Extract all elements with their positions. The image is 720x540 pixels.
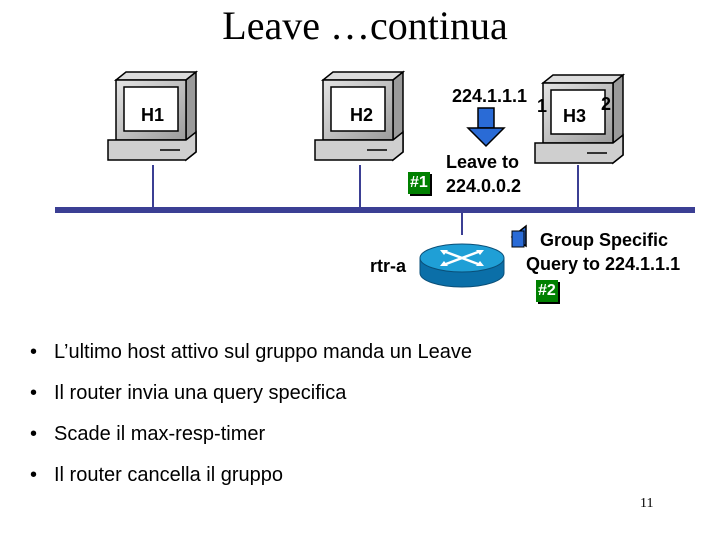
network-diagram xyxy=(55,70,695,288)
leave-message-line2: 224.0.0.2 xyxy=(446,176,522,196)
page-number: 11 xyxy=(640,496,654,511)
query-message-line2: Query to 224.1.1.1 xyxy=(526,254,681,274)
lan-segment xyxy=(55,207,695,213)
computer-h3-icon xyxy=(534,73,626,165)
bullet-item: Scade il max-resp-timer xyxy=(30,422,472,463)
lan-cables xyxy=(152,165,579,235)
h3-side-label-left: 1 xyxy=(537,96,548,116)
computer-h2-icon xyxy=(314,70,406,162)
host-label-h3: H3 xyxy=(563,106,587,126)
leave-message-line1: Leave to xyxy=(446,152,520,172)
bullet-item: L’ultimo host attivo sul gruppo manda un… xyxy=(30,340,472,381)
step-badge-2: #2 xyxy=(536,280,558,302)
query-message-line1: Group Specific xyxy=(540,230,669,250)
bullet-list: L’ultimo host attivo sul gruppo manda un… xyxy=(30,340,472,504)
slide-title: Leave …continua xyxy=(222,3,508,48)
computer-h1-icon xyxy=(107,70,199,162)
router-icon xyxy=(419,243,505,288)
step-badge-1: #1 xyxy=(408,172,430,194)
router-label: rtr-a xyxy=(370,256,407,276)
h3-side-label-right: 2 xyxy=(601,94,612,114)
bullet-item: Il router cancella il gruppo xyxy=(30,463,472,504)
host-label-h1: H1 xyxy=(141,105,165,125)
bullet-item: Il router invia una query specifica xyxy=(30,381,472,422)
group-address-label: 224.1.1.1 xyxy=(452,86,528,106)
query-arrow-icon xyxy=(510,224,527,248)
host-label-h2: H2 xyxy=(350,105,374,125)
leave-arrow-icon xyxy=(466,107,506,148)
